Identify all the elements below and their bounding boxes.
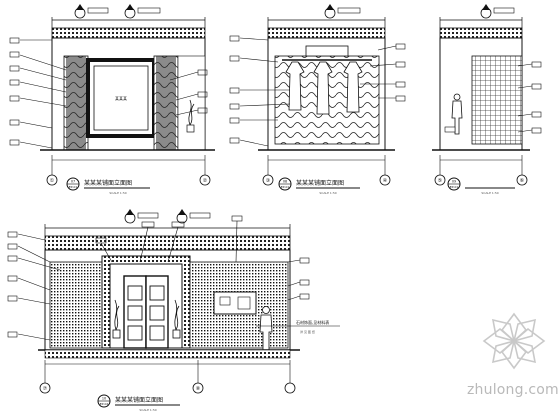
view-title-text: 某某某铺面立面图 — [296, 179, 344, 187]
grid-bubble — [379, 174, 391, 186]
grid-bubble — [199, 174, 211, 186]
grid-bubble-label: ② — [203, 178, 208, 184]
elevation-view-a: 某某某 — [9, 4, 215, 195]
view-callout-number: 07 — [71, 180, 75, 184]
grid-bubble-label: ③ — [266, 178, 270, 184]
view-title-d: 10 EP-02 某某某铺面立面图 SCALE 1:50 — [97, 394, 180, 412]
annotation-labels-right — [287, 257, 310, 301]
human-figure-symbol — [259, 306, 273, 351]
view-callout-sheet: EP-01 — [69, 185, 78, 189]
view-title-text: 某某某铺面立面图 — [84, 179, 132, 187]
annotation-labels-top — [95, 215, 243, 263]
grid-bubble — [434, 174, 446, 186]
annotation-labels-left — [9, 37, 67, 149]
section-callout-marker — [124, 209, 211, 224]
view-title-a: 07 EP-01 某某某铺面立面图 SCALE 1:50 — [66, 177, 150, 195]
potted-plant-symbol — [186, 99, 195, 133]
grid-bubble-label: ⑥ — [520, 178, 525, 184]
view-scale-text: SCALE 1:50 — [109, 191, 126, 195]
annotation-labels-left — [229, 35, 291, 147]
grid-bubble — [39, 382, 51, 394]
human-figure-symbol — [451, 93, 463, 135]
sign-text: 某某某 — [115, 95, 127, 101]
view-title-c: 09 EP-01 SCALE 1:50 — [447, 177, 515, 195]
grid-bubble-label: ⑧ — [196, 386, 201, 392]
zhulong-logo-icon — [476, 308, 552, 378]
section-callout-marker — [74, 4, 109, 19]
annotation-labels-left — [7, 231, 61, 341]
garment-symbol — [285, 61, 363, 115]
annotation-labels-right — [517, 61, 542, 134]
section-callout-marker — [480, 4, 515, 19]
grid-bubble-label: ④ — [383, 178, 388, 184]
grid-bubble — [516, 174, 528, 186]
grid-bubble-label: ⑤ — [438, 178, 442, 184]
elevation-view-c: 09 EP-01 SCALE 1:50 ⑤ ⑥ — [432, 4, 542, 195]
grid-bubble — [192, 382, 204, 394]
elevation-view-d: 石材饰面,见材料表 详 见 图 纸 — [7, 209, 340, 412]
grid-bubble-label: ⑦ — [43, 386, 48, 392]
grid-bubble-label: ① — [50, 178, 55, 184]
view-callout-number: 08 — [283, 180, 287, 184]
view-scale-text: SCALE 1:50 — [481, 191, 498, 195]
view-scale-text: SCALE 1:50 — [139, 408, 156, 412]
annotation-labels-right — [169, 69, 208, 116]
section-callout-marker — [124, 4, 161, 19]
potted-plant-symbol — [112, 299, 181, 339]
watermark-text: zhulong.com — [467, 382, 559, 398]
elevation-note-sub: 详 见 图 纸 — [300, 329, 315, 334]
view-callout-number: 09 — [452, 180, 456, 184]
view-callout-sheet: EP-01 — [450, 185, 459, 189]
elevation-view-b: 08 EP-01 某某某铺面立面图 SCALE 1:50 ③ ④ — [229, 4, 406, 195]
section-callout-marker — [324, 4, 361, 19]
grid-bubble — [46, 174, 58, 186]
view-callout-sheet: EP-01 — [281, 185, 290, 189]
view-callout-number: 10 — [102, 397, 106, 401]
view-title-text: 某某某铺面立面图 — [115, 396, 163, 404]
annotation-labels-right — [360, 43, 406, 102]
view-scale-text: SCALE 1:50 — [319, 191, 336, 195]
elevation-note: 石材饰面,见材料表 — [296, 319, 329, 325]
grid-bubble — [284, 382, 296, 394]
view-title-b: 08 EP-01 某某某铺面立面图 SCALE 1:50 — [278, 177, 360, 195]
grid-bubble — [262, 174, 274, 186]
view-callout-sheet: EP-02 — [100, 402, 109, 406]
